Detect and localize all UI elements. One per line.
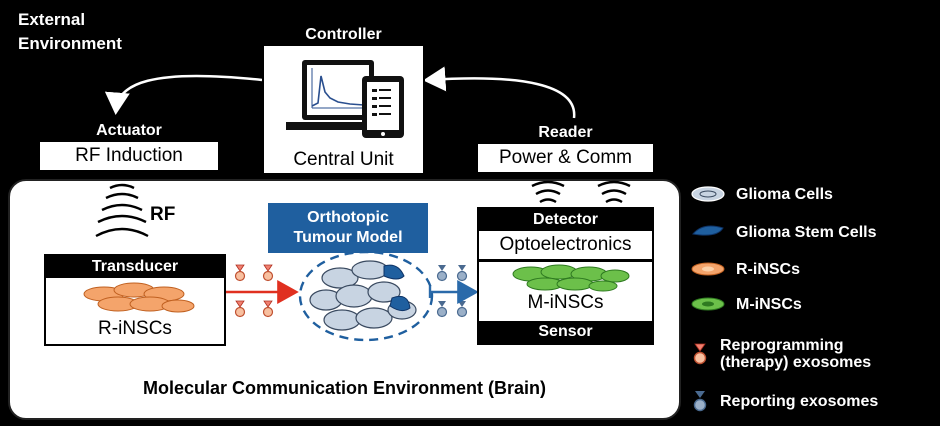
sensor-label: Sensor — [479, 321, 652, 343]
m-insc-cell-icon — [691, 297, 725, 311]
environment-label: Molecular Communication Environment (Bra… — [142, 378, 547, 398]
legend-item-m-inscs: M-iNSCs — [690, 292, 802, 316]
detector-title: Detector — [479, 209, 652, 231]
reader-box: Reader Power & Comm — [476, 120, 655, 174]
controller-title: Controller — [264, 24, 423, 46]
reporting-exosome-icon — [436, 265, 468, 318]
transducer-title: Transducer — [46, 256, 224, 278]
m-insc-cluster-icon — [512, 264, 630, 292]
legend-label-reporting-exosomes: Reporting exosomes — [720, 392, 879, 410]
detector-box: Detector Optoelectronics M-iNSCs Sensor — [477, 207, 654, 345]
controller-to-actuator-arrow — [104, 74, 263, 115]
reporting-exosome-flow — [428, 265, 479, 318]
controller-box: Controller Central Unit — [262, 22, 425, 175]
legend-item-glioma-stem-cells: Glioma Stem Cells — [690, 220, 877, 244]
computer-tablet-icon — [286, 60, 404, 138]
legend-label-reprogramming-exosomes: Reprogramming (therapy) exosomes — [720, 337, 871, 371]
controller-label: Central Unit — [293, 149, 394, 170]
therapy-exosome-icon — [234, 264, 274, 318]
external-environment-line2: Environment — [18, 34, 122, 53]
tumour-model-label: Orthotopic Tumour Model — [268, 203, 428, 253]
legend-item-reprogramming-exosomes: Reprogramming (therapy) exosomes — [690, 334, 871, 374]
therapy-exosome-flow — [226, 264, 299, 318]
reporting-exosome-icon — [693, 391, 707, 412]
tumour-model-line1: Orthotopic — [307, 209, 389, 226]
glioma-cell-icon — [691, 186, 725, 202]
tumour-model-line2: Tumour Model — [293, 229, 403, 246]
legend-label-glioma-cells: Glioma Cells — [736, 185, 833, 203]
tumour-cluster-icon — [298, 250, 434, 342]
glioma-stem-cell-icon — [692, 225, 724, 236]
transducer-box: Transducer R-iNSCs — [44, 254, 226, 346]
reader-title: Reader — [478, 122, 653, 144]
r-insc-cell-icon — [691, 262, 725, 276]
reader-label: Power & Comm — [498, 147, 633, 168]
reader-to-controller-arrow — [423, 66, 576, 119]
legend-label-reprogramming-line2: (therapy) exosomes — [720, 354, 872, 371]
legend-item-reporting-exosomes: Reporting exosomes — [690, 387, 878, 415]
legend-label-reprogramming-line1: Reprogramming — [720, 337, 844, 354]
rf-label: RF — [150, 204, 176, 225]
external-environment-line1: External — [18, 10, 86, 29]
detector-wave-icon-left — [531, 180, 565, 204]
transducer-label: R-iNSCs — [98, 318, 172, 339]
r-insc-cluster-icon — [83, 282, 195, 313]
detector-wave-icon-right — [597, 180, 631, 204]
detector-cells-label: M-iNSCs — [527, 292, 604, 313]
actuator-label: RF Induction — [75, 145, 183, 166]
actuator-box: Actuator RF Induction — [38, 118, 220, 172]
legend-label-r-inscs: R-iNSCs — [736, 260, 801, 278]
detector-label: Optoelectronics — [499, 234, 632, 255]
legend-label-glioma-stem-cells: Glioma Stem Cells — [736, 223, 877, 241]
legend-item-r-inscs: R-iNSCs — [690, 257, 800, 281]
reprogramming-exosome-icon — [693, 343, 707, 365]
legend-item-glioma-cells: Glioma Cells — [690, 182, 833, 206]
rf-wave-icon — [95, 183, 149, 238]
legend-label-m-inscs: M-iNSCs — [736, 295, 802, 313]
actuator-title: Actuator — [40, 120, 218, 142]
external-environment-label: External Environment — [18, 8, 122, 56]
